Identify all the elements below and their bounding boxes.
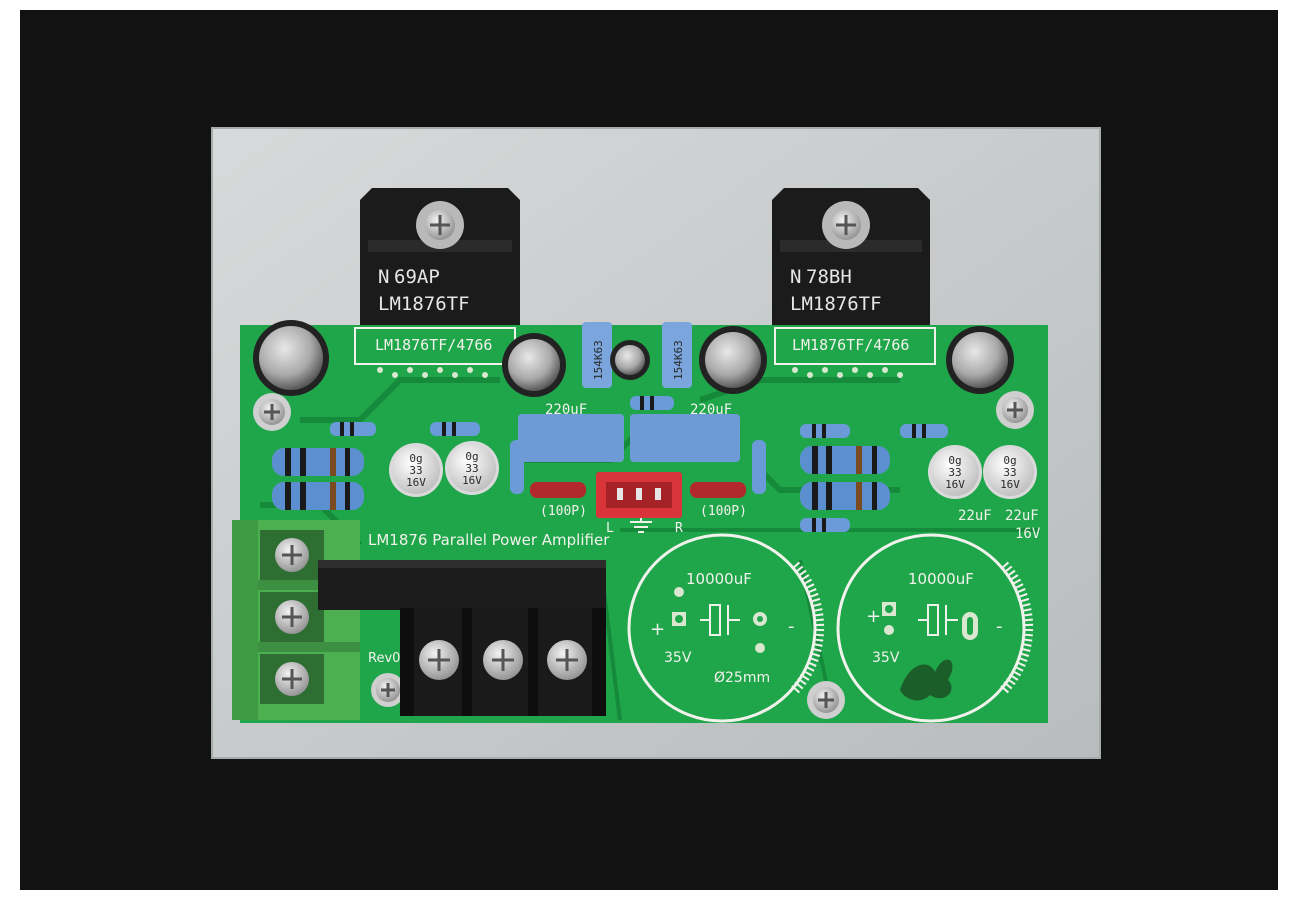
bulk-cap-footprint-right: 10000uF + - 35V — [836, 533, 1034, 723]
film-cap-right-code: 154K63 — [672, 340, 685, 380]
electrolytic-cap — [946, 326, 1014, 394]
small-cap-text: 16V — [945, 478, 965, 491]
electrolytic-cap — [610, 340, 650, 380]
chip-left-logo-icon: N — [378, 266, 389, 288]
small-cap-text: 0g — [1003, 454, 1016, 467]
terminal-screw-icon[interactable] — [260, 530, 324, 580]
silkscreen-100p-left: (100P) — [540, 504, 587, 519]
power-terminal-block[interactable] — [400, 608, 606, 716]
electrolytic-cap — [699, 326, 767, 394]
mounting-screw-icon — [807, 681, 845, 719]
silkscreen-channel-left: L — [606, 521, 614, 536]
film-cap-left-code: 154K63 — [592, 340, 605, 380]
mounting-screw-icon — [996, 391, 1034, 429]
chip-right-marking: 78BH — [806, 266, 852, 288]
chip-right-logo-icon: N — [790, 266, 801, 288]
chip-left: N 69AP LM1876TF — [360, 188, 520, 330]
bulk-cap-right-plus: + — [866, 606, 881, 627]
small-cap-text: 16V — [406, 476, 426, 489]
small-cap-text: 33 — [465, 462, 478, 475]
silkscreen-board-title: LM1876 Parallel Power Amplifier — [368, 531, 610, 549]
bridge-rectifier — [318, 560, 606, 610]
mounting-screw-icon — [253, 393, 291, 431]
silkscreen-100p-right: (100P) — [700, 504, 747, 519]
bulk-cap-right-minus: - — [996, 616, 1003, 637]
terminal-screw-icon[interactable] — [547, 640, 587, 680]
small-cap-text: 16V — [1000, 478, 1020, 491]
small-cap-text: 33 — [948, 466, 961, 479]
bulk-cap-right-voltage: 35V — [872, 650, 900, 666]
dragon-logo-icon — [900, 659, 953, 701]
bulk-cap-left-diameter: Ø25mm — [714, 670, 770, 686]
silkscreen-footprint-left: LM1876TF/4766 — [375, 336, 492, 354]
small-cap-text: 16V — [462, 474, 482, 487]
ground-symbol-icon — [630, 515, 652, 533]
silkscreen-22uf-right: 22uF — [1005, 508, 1039, 524]
terminal-screw-icon[interactable] — [483, 640, 523, 680]
resistors — [272, 396, 948, 532]
chip-left-marking: 69AP — [394, 266, 440, 288]
resistor-large — [272, 482, 364, 510]
bulk-cap-footprint-left: 10000uF + - 35V Ø25mm — [627, 533, 825, 723]
small-cap-text: 0g — [465, 450, 478, 463]
electrolytic-cap — [502, 333, 566, 397]
small-cap-text: 33 — [1003, 466, 1016, 479]
film-cap-right: 154K63 — [662, 322, 692, 388]
terminal-screw-icon[interactable] — [419, 640, 459, 680]
pcb: LM1876TF/4766 LM1876TF/4766 220uF 220uF … — [240, 325, 1048, 723]
speaker-terminal-block[interactable] — [232, 520, 360, 720]
chip-left-part: LM1876TF — [378, 293, 470, 315]
film-cap-left: 154K63 — [582, 322, 612, 388]
silkscreen-16v: 16V — [1015, 526, 1041, 542]
film-cap-large-left — [518, 414, 624, 462]
ceramic-cap-left — [530, 482, 586, 498]
silkscreen-footprint-right: LM1876TF/4766 — [792, 336, 909, 354]
silkscreen-rev: Rev0 — [368, 651, 400, 666]
electrolytic-cap — [253, 320, 329, 396]
small-cap-text: 0g — [409, 452, 422, 465]
bulk-cap-left-plus: + — [650, 619, 665, 640]
film-cap-large-right — [630, 414, 740, 462]
small-cap: 0g 33 16V — [928, 445, 982, 499]
bulk-cap-left-voltage: 35V — [664, 650, 692, 666]
resistor-large — [800, 482, 890, 510]
chip-right: N 78BH LM1876TF — [772, 188, 930, 330]
silkscreen-22uf-left: 22uF — [958, 508, 992, 524]
small-cap: 0g 33 16V — [445, 441, 499, 495]
chip-right-part: LM1876TF — [790, 293, 882, 315]
silkscreen-channel-right: R — [675, 521, 683, 536]
mounting-screw-icon — [371, 673, 405, 707]
resistor-large — [800, 446, 890, 474]
bulk-cap-left-value: 10000uF — [686, 570, 752, 588]
small-cap: 0g 33 16V — [983, 445, 1037, 499]
small-cap-text: 33 — [409, 464, 422, 477]
resistor-large — [272, 448, 364, 476]
small-cap-text: 0g — [948, 454, 961, 467]
small-cap: 0g 33 16V — [389, 443, 443, 497]
terminal-screw-icon[interactable] — [260, 654, 324, 704]
terminal-screw-icon[interactable] — [260, 592, 324, 642]
bulk-cap-right-value: 10000uF — [908, 570, 974, 588]
bulk-cap-left-minus: - — [788, 616, 795, 637]
input-connector[interactable] — [596, 472, 682, 518]
ceramic-cap-right — [690, 482, 746, 498]
